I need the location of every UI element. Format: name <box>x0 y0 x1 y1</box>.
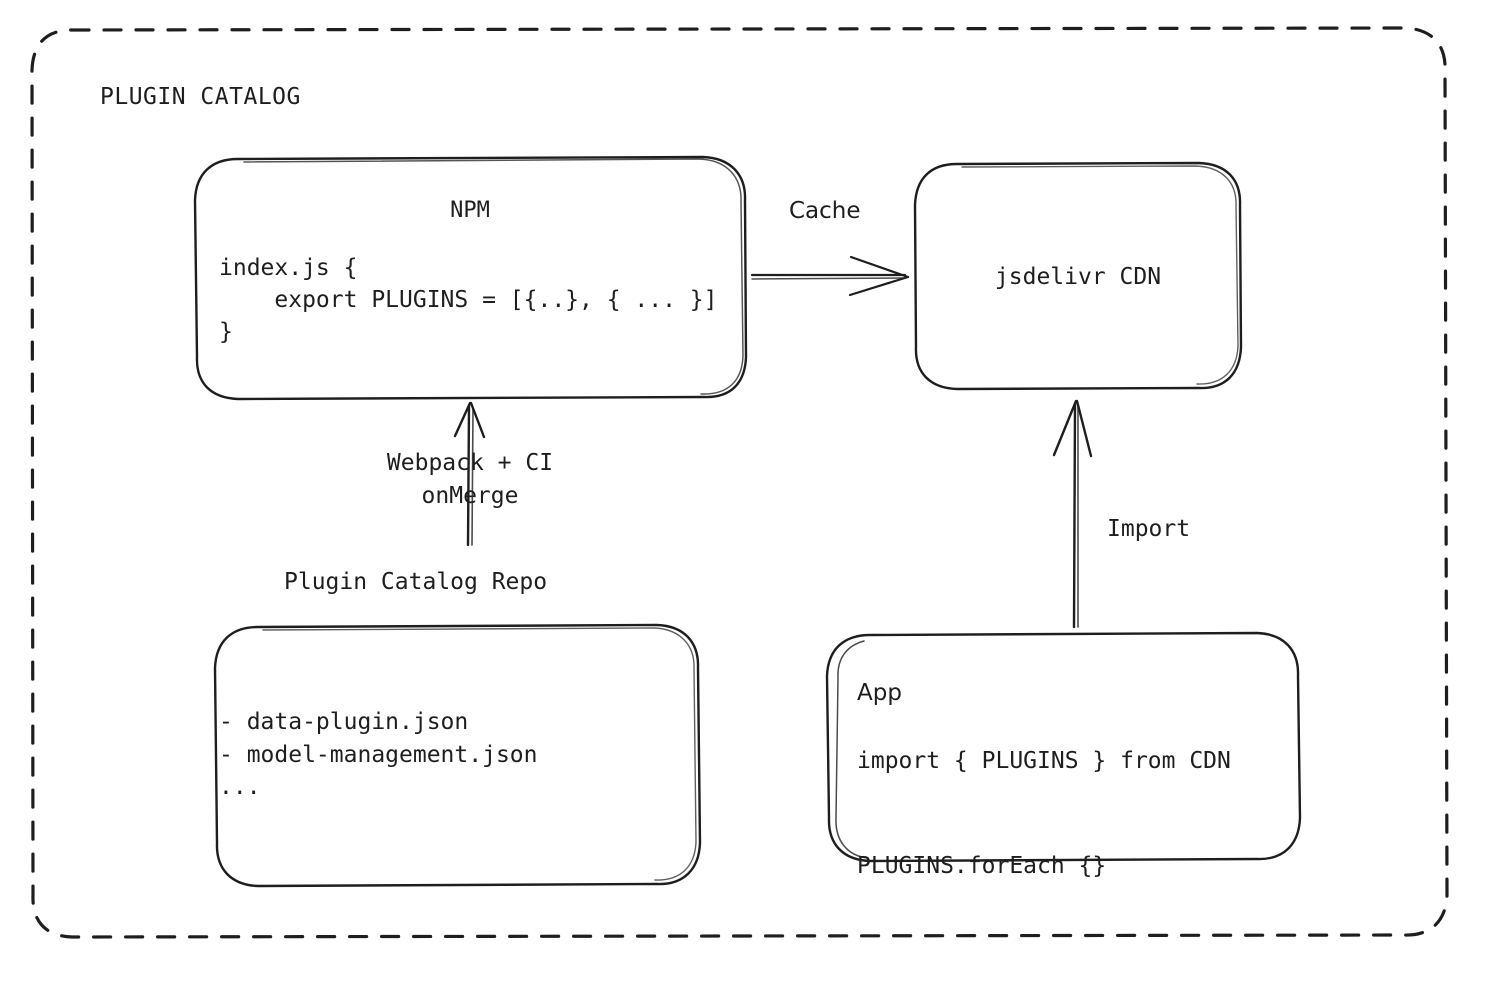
app-node-code: import { PLUGINS } from CDN PLUGINS.forE… <box>857 748 1231 879</box>
repo-node-list: - data-plugin.json - model-management.js… <box>219 709 538 801</box>
edge-label-build: Webpack + CI onMerge <box>386 450 554 509</box>
repo-node-caption: Plugin Catalog Repo <box>284 569 548 595</box>
cdn-node-title: jsdelivr CDN <box>994 264 1162 290</box>
edge-label-import: Import <box>1107 516 1191 542</box>
edge-label-cache: Cache <box>789 198 861 224</box>
group-title: PLUGIN CATALOG <box>100 84 301 110</box>
npm-node-title: NPM <box>450 198 490 223</box>
edge-cache-arrow <box>750 255 910 297</box>
edge-import-arrow <box>1052 399 1093 629</box>
npm-node-code: index.js { export PLUGINS = [{..}, { ...… <box>219 255 718 346</box>
app-node-title: App <box>857 680 902 706</box>
